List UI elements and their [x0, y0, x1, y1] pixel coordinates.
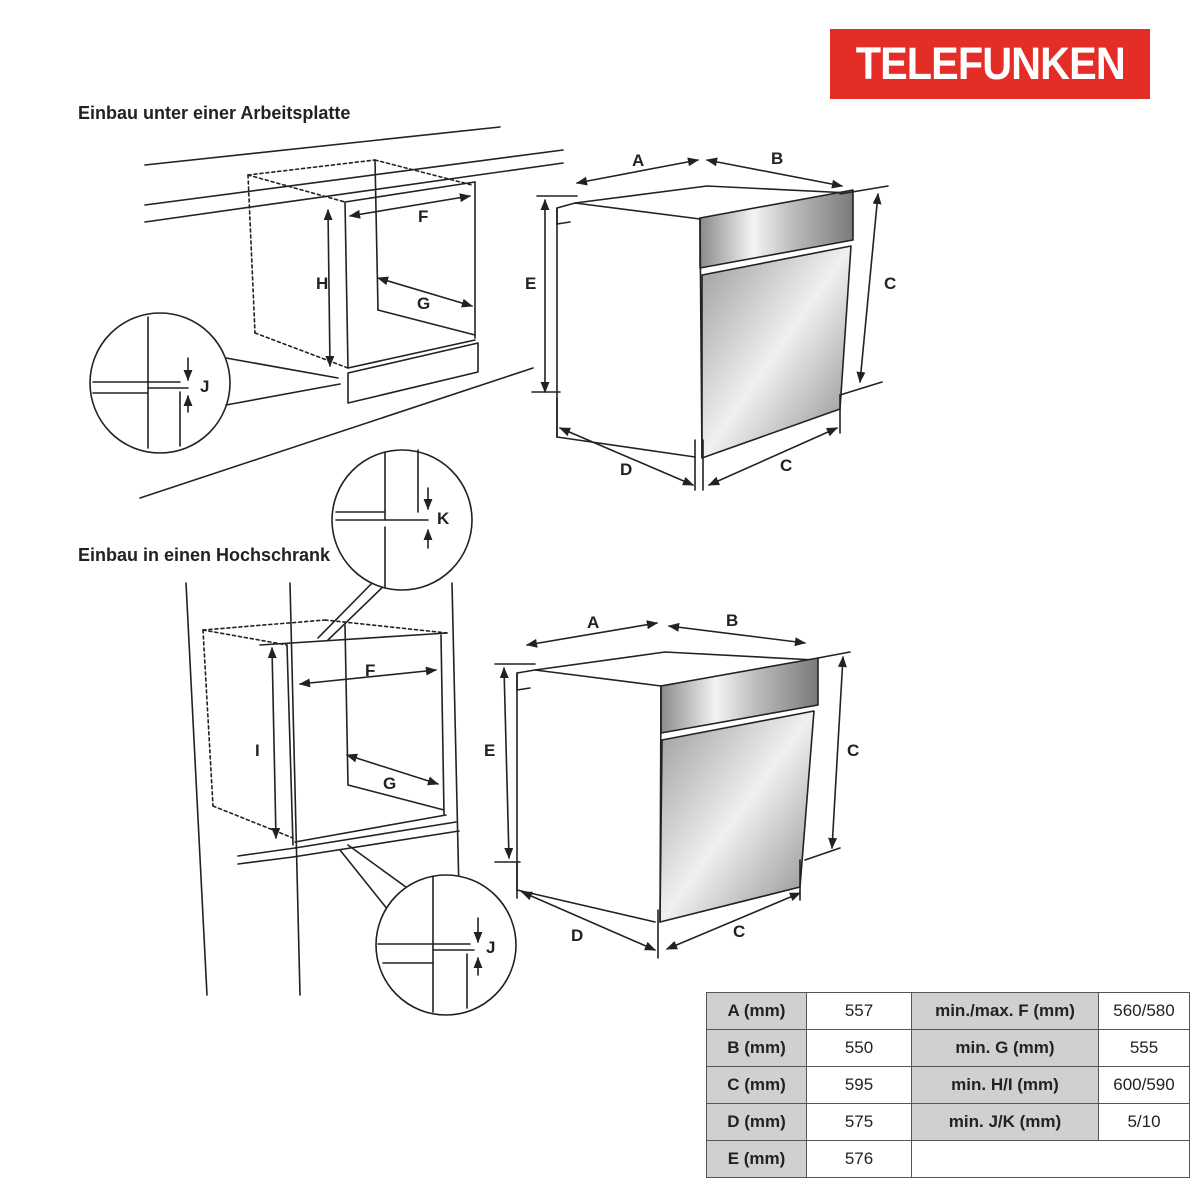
table-row: D (mm) 575 min. J/K (mm) 5/10 [706, 1103, 1190, 1141]
label-g-bottom: G [383, 774, 396, 793]
label-d-bottom: D [571, 926, 583, 945]
table-cell-value: 555 [1098, 1029, 1190, 1067]
detail-j-top [89, 312, 341, 454]
label-b-bottom: B [726, 611, 738, 630]
label-j-top: J [200, 377, 209, 396]
table-cell-value: 595 [806, 1066, 912, 1104]
heading-tall-cabinet: Einbau in einen Hochschrank [78, 545, 331, 565]
table-cell-value: 550 [806, 1029, 912, 1067]
label-g-top: G [417, 294, 430, 313]
table-row: C (mm) 595 min. H/I (mm) 600/590 [706, 1066, 1190, 1104]
label-e-top: E [525, 274, 536, 293]
table-cell-label: min./max. F (mm) [911, 992, 1099, 1030]
table-cell-label: E (mm) [706, 1140, 807, 1178]
table-cell-value: 576 [806, 1140, 912, 1178]
table-cell-label: min. G (mm) [911, 1029, 1099, 1067]
label-j-bottom: J [486, 938, 495, 957]
label-c-top-right: C [884, 274, 896, 293]
label-f-bottom: F [365, 661, 375, 680]
table-cell-label: B (mm) [706, 1029, 807, 1067]
label-b-top: B [771, 149, 783, 168]
table-row: A (mm) 557 min./max. F (mm) 560/580 [706, 992, 1190, 1030]
label-c-bottom-bottom: C [733, 922, 745, 941]
label-i: I [255, 741, 260, 760]
detail-j-bottom [339, 844, 517, 1016]
table-cell-value: 5/10 [1098, 1103, 1190, 1141]
table-cell-label: C (mm) [706, 1066, 807, 1104]
tall-cabinet [185, 582, 460, 996]
table-row: B (mm) 550 min. G (mm) 555 [706, 1029, 1190, 1067]
oven-top [556, 185, 854, 459]
table-cell-value: 575 [806, 1103, 912, 1141]
table-cell-value: 600/590 [1098, 1066, 1190, 1104]
label-c-top-bottom: C [780, 456, 792, 475]
oven-bottom [516, 651, 819, 923]
label-e-bottom: E [484, 741, 495, 760]
table-cell-value: 557 [806, 992, 912, 1030]
dimension-labels: A B E C D C H F G J K A B E C D C I F G … [200, 149, 896, 957]
label-a-bottom: A [587, 613, 599, 632]
table-cell-empty [911, 1140, 1190, 1178]
label-d-top: D [620, 460, 632, 479]
table-cell-label: D (mm) [706, 1103, 807, 1141]
telefunken-logo: TELEFUNKEN [830, 29, 1150, 99]
label-f-top: F [418, 207, 428, 226]
label-h: H [316, 274, 328, 293]
heading-under-counter: Einbau unter einer Arbeitsplatte [78, 103, 351, 123]
label-k: K [437, 509, 450, 528]
table-cell-label: A (mm) [706, 992, 807, 1030]
label-a-top: A [632, 151, 644, 170]
table-cell-label: min. J/K (mm) [911, 1103, 1099, 1141]
under-counter-cabinet [139, 126, 564, 499]
label-c-bottom-right: C [847, 741, 859, 760]
table-cell-label: min. H/I (mm) [911, 1066, 1099, 1104]
table-cell-value: 560/580 [1098, 992, 1190, 1030]
detail-k [317, 449, 473, 641]
dimensions-table: A (mm) 557 min./max. F (mm) 560/580 B (m… [706, 992, 1190, 1178]
table-row: E (mm) 576 [706, 1140, 1190, 1178]
brand-name: TELEFUNKEN [855, 38, 1125, 89]
